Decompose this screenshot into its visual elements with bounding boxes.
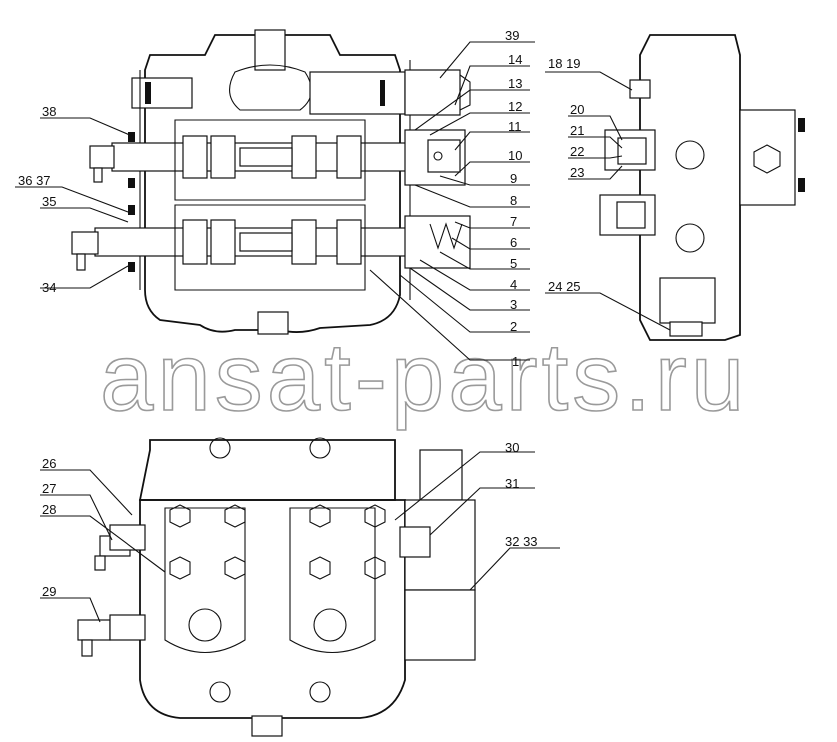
label-20: 20 xyxy=(570,102,584,117)
label-26: 26 xyxy=(42,456,56,471)
label-32-33: 32 33 xyxy=(505,534,538,549)
label-21: 21 xyxy=(570,123,584,138)
leader-lines-side xyxy=(545,71,671,331)
label-39: 39 xyxy=(505,28,519,43)
label-38: 38 xyxy=(42,104,56,119)
label-36-37: 36 37 xyxy=(18,173,51,188)
label-23: 23 xyxy=(570,165,584,180)
label-10: 10 xyxy=(508,148,522,163)
label-2: 2 xyxy=(510,319,517,334)
label-27: 27 xyxy=(42,481,56,496)
label-8: 8 xyxy=(510,193,517,208)
watermark: ansat-parts.ru xyxy=(100,324,748,431)
label-13: 13 xyxy=(508,76,522,91)
label-18-19: 18 19 xyxy=(548,56,581,71)
side-view xyxy=(599,34,805,341)
label-9: 9 xyxy=(510,171,517,186)
label-35: 35 xyxy=(42,194,56,209)
label-31: 31 xyxy=(505,476,519,491)
label-3: 3 xyxy=(510,297,517,312)
label-6: 6 xyxy=(510,235,517,250)
label-30: 30 xyxy=(505,440,519,455)
label-34: 34 xyxy=(42,280,56,295)
label-24-25: 24 25 xyxy=(548,279,581,294)
label-22: 22 xyxy=(570,144,584,159)
part-labels: 39 14 13 12 11 10 9 8 7 6 5 4 3 2 1 38 3… xyxy=(18,28,584,599)
section-view xyxy=(71,29,471,335)
label-14: 14 xyxy=(508,52,522,67)
label-28: 28 xyxy=(42,502,56,517)
label-7: 7 xyxy=(510,214,517,229)
label-11: 11 xyxy=(508,119,522,134)
label-12: 12 xyxy=(508,99,522,114)
label-5: 5 xyxy=(510,256,517,271)
label-1: 1 xyxy=(512,354,519,369)
label-4: 4 xyxy=(510,277,517,292)
front-view xyxy=(77,437,476,737)
leader-lines-section xyxy=(15,41,535,361)
leader-lines-front xyxy=(40,451,560,623)
label-29: 29 xyxy=(42,584,56,599)
